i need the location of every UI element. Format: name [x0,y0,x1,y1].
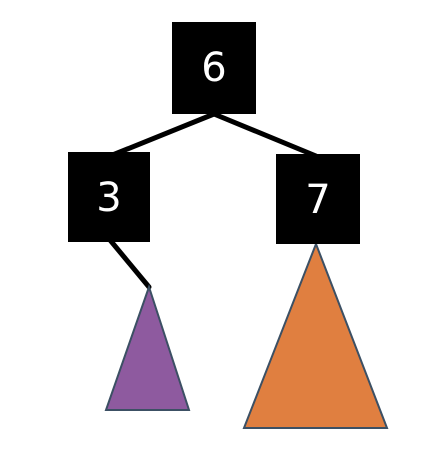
right-subtree-triangle [242,241,389,429]
node-label: 6 [201,45,226,91]
edge-left-to-subtree [107,237,152,290]
tree-node-left: 3 [68,152,150,242]
node-box [276,154,360,244]
node-label: 7 [305,177,330,223]
tree-node-root: 6 [172,22,256,114]
node-label: 3 [96,175,121,221]
node-box [68,152,150,242]
node-box [172,22,256,114]
tree-node-right: 7 [276,154,360,244]
left-subtree-triangle [104,283,191,411]
edge-root-to-right [211,111,319,159]
edge-root-to-left [107,111,217,159]
